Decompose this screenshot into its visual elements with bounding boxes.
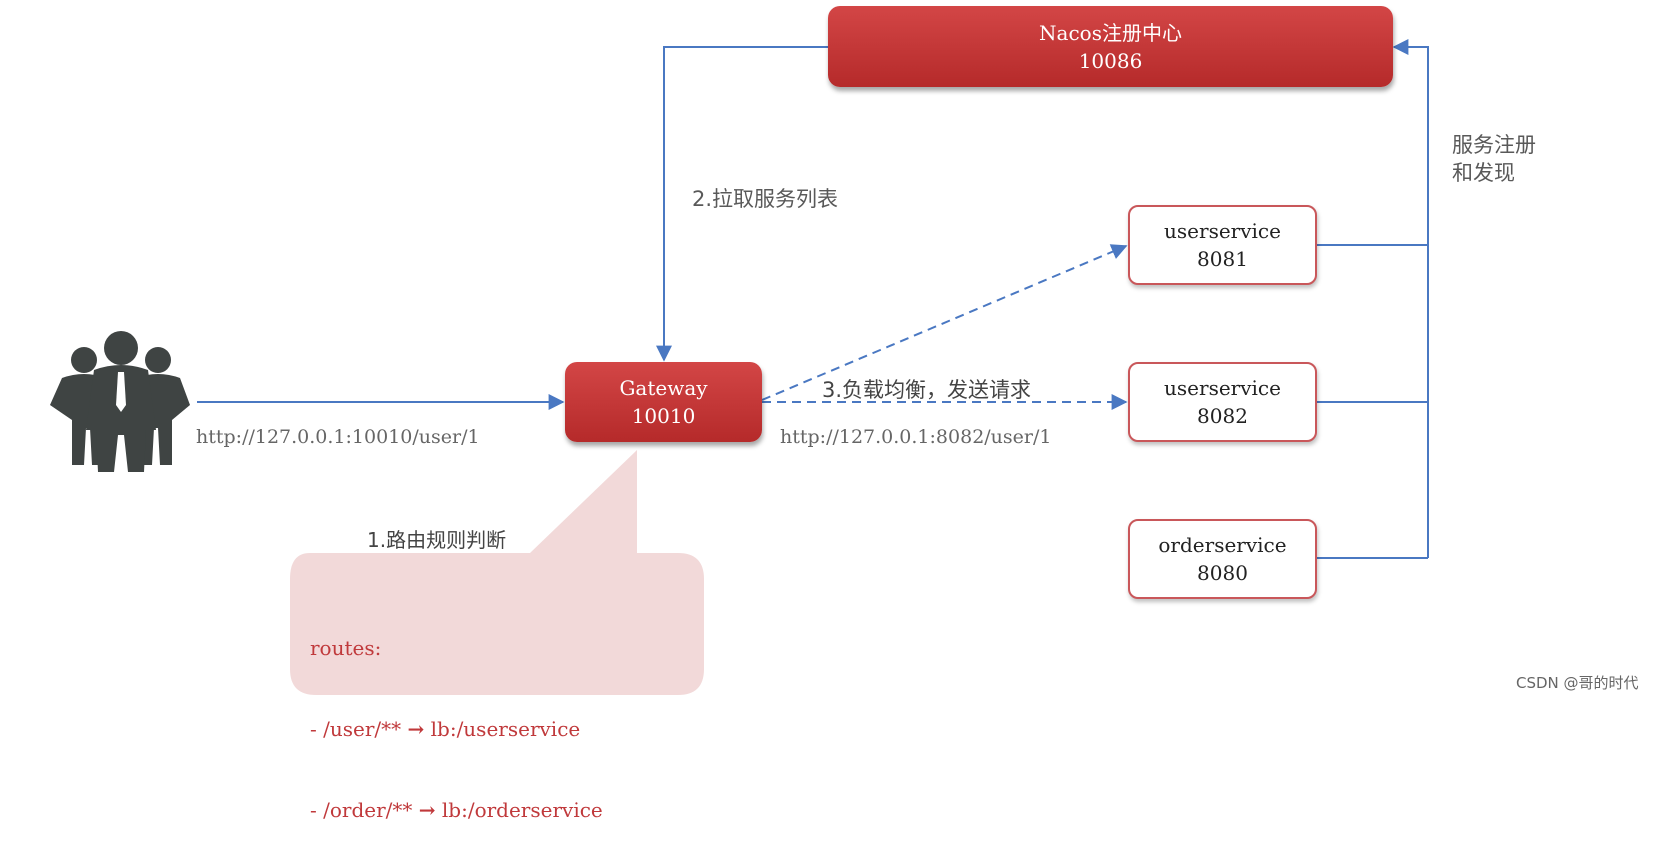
userservice-8082-port: 8082: [1197, 404, 1248, 428]
route-rule-order-prefix: - /order/**: [310, 798, 413, 822]
gateway-name: Gateway: [619, 376, 708, 400]
userservice-8082-name: userservice: [1164, 376, 1281, 400]
service-url-label: http://127.0.0.1:8082/user/1: [780, 426, 1052, 448]
register-to-nacos-arrow: [1392, 39, 1429, 558]
route-judge-label: 1.路由规则判断: [367, 528, 507, 552]
watermark: CSDN @哥的时代: [1516, 674, 1639, 692]
load-balance-label: 3.负载均衡，发送请求: [822, 378, 1032, 402]
gateway-node[interactable]: Gateway 10010: [565, 362, 762, 442]
gateway-to-userservice-8081-arrow: [761, 244, 1128, 401]
userservice-8081-node[interactable]: userservice 8081: [1128, 205, 1317, 285]
routes-config: routes: - /user/** → lb:/userservice - /…: [310, 581, 603, 851]
route-callout-bubble: [290, 450, 704, 695]
nacos-name: Nacos注册中心: [1039, 20, 1182, 45]
register-discover-line1: 服务注册: [1452, 133, 1536, 157]
orderservice-name: orderservice: [1158, 533, 1287, 557]
route-rule-user: - /user/** → lb:/userservice: [310, 716, 603, 743]
register-discover-line2: 和发现: [1452, 161, 1515, 185]
route-arrow-icon: →: [407, 717, 425, 741]
pull-service-list-label: 2.拉取服务列表: [692, 187, 839, 211]
users-group-icon: [50, 331, 190, 472]
nacos-registry-node[interactable]: Nacos注册中心 10086: [828, 6, 1393, 87]
gateway-port: 10010: [631, 404, 696, 428]
userservice-8081-port: 8081: [1197, 247, 1248, 271]
register-discover-label: 服务注册 和发现: [1452, 131, 1536, 187]
userservice-8082-node[interactable]: userservice 8082: [1128, 362, 1317, 442]
orderservice-port: 8080: [1197, 561, 1248, 585]
nacos-to-gateway-arrow: [656, 46, 828, 362]
diagram-canvas: [50, 39, 1429, 695]
routes-header: routes:: [310, 636, 382, 660]
nacos-port: 10086: [1078, 48, 1143, 73]
route-rule-order-target: lb:/orderservice: [441, 798, 603, 822]
orderservice-8080-node[interactable]: orderservice 8080: [1128, 519, 1317, 599]
route-rule-order: - /order/** → lb:/orderservice: [310, 797, 603, 824]
client-url-label: http://127.0.0.1:10010/user/1: [196, 426, 480, 448]
route-rule-user-prefix: - /user/**: [310, 717, 402, 741]
route-rule-user-target: lb:/userservice: [430, 717, 581, 741]
userservice-8081-name: userservice: [1164, 219, 1281, 243]
route-arrow-icon: →: [418, 798, 436, 822]
